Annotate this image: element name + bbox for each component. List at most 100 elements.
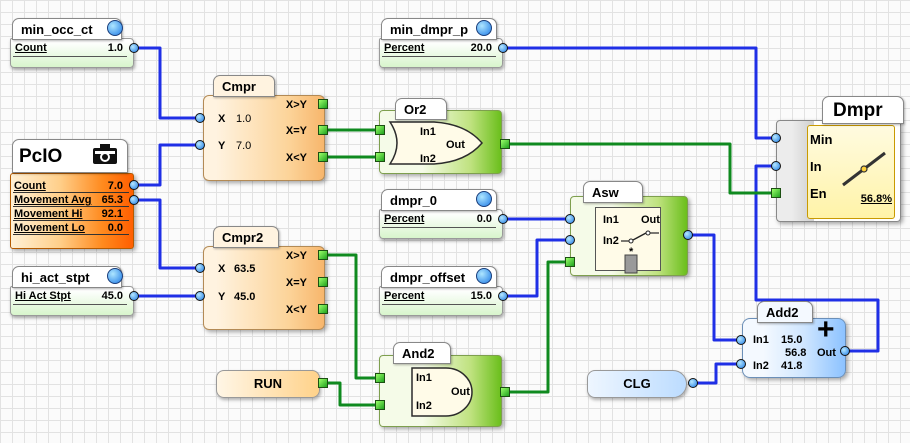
dmpr-block[interactable]: Min In En 56.8%	[776, 120, 901, 222]
dmpr-offset-title[interactable]: dmpr_offset	[381, 266, 497, 288]
cmpr-y-in-port-icon[interactable]	[195, 140, 205, 150]
cmpr2-x-in-port-icon[interactable]	[195, 263, 205, 273]
dmpr-in-label: In	[810, 159, 822, 174]
min-dmpr-p-status-icon	[476, 20, 492, 36]
cmpr-title[interactable]: Cmpr	[213, 75, 275, 97]
min-dmpr-p-title[interactable]: min_dmpr_p	[381, 18, 497, 40]
cmpr-title-text: Cmpr	[222, 79, 256, 94]
add2-out-port-icon[interactable]	[840, 346, 850, 356]
add2-in1-port-icon[interactable]	[736, 335, 746, 345]
clg-label: CLG	[623, 376, 651, 391]
min-occ-ct-block[interactable]: Count 1.0	[10, 38, 134, 68]
cmpr-y-value: 7.0	[236, 140, 252, 152]
wire-add2-out-to-dmpr-in	[754, 164, 880, 353]
dmpr-0-out-port-icon[interactable]	[498, 214, 508, 224]
dmpr-0-title[interactable]: dmpr_0	[381, 189, 497, 211]
hi-act-stpt-out-port-icon[interactable]	[129, 291, 139, 301]
damper-icon	[842, 151, 886, 187]
asw-out-label: Out	[641, 214, 660, 226]
add2-in1-value: 15.0	[781, 334, 803, 346]
pcio-row-count-label: Count	[14, 180, 46, 192]
dmpr-min-in-port-icon[interactable]	[771, 133, 781, 143]
or2-block[interactable]: In1 In2 Out	[379, 110, 502, 174]
cmpr-x-label: X	[218, 113, 226, 125]
hi-act-stpt-title[interactable]: hi_act_stpt	[12, 266, 122, 288]
and2-block[interactable]: In1 In2 Out	[379, 355, 502, 427]
pcio-count-out-port-icon[interactable]	[129, 180, 139, 190]
camera-icon	[93, 144, 117, 164]
cmpr2-lt-out-port-icon[interactable]	[318, 304, 328, 314]
run-input-block[interactable]: RUN	[216, 370, 320, 398]
add2-block[interactable]: In1 15.0 56.8 In2 41.8 + Out	[742, 313, 846, 378]
dmpr-offset-status-icon	[476, 268, 492, 284]
cmpr-gt-out-port-icon[interactable]	[318, 99, 328, 109]
min-dmpr-p-label: Percent	[384, 42, 425, 54]
dmpr-title[interactable]: Dmpr	[822, 96, 904, 124]
add2-in2-port-icon[interactable]	[736, 359, 746, 369]
or2-out-label: Out	[446, 139, 465, 151]
pcio-row-movement-avg-value: 65.3	[101, 194, 123, 206]
dmpr-en-in-port-icon[interactable]	[771, 188, 781, 198]
dmpr-title-text: Dmpr	[833, 100, 883, 121]
add2-title[interactable]: Add2	[757, 301, 813, 323]
min-dmpr-p-block[interactable]: Percent 20.0	[379, 38, 503, 68]
min-dmpr-p-out-port-icon[interactable]	[498, 43, 508, 53]
dmpr-in-in-port-icon[interactable]	[771, 161, 781, 171]
dmpr-offset-out-port-icon[interactable]	[498, 291, 508, 301]
cmpr-lt-out-port-icon[interactable]	[318, 152, 328, 162]
and2-in2-port-icon[interactable]	[375, 400, 385, 410]
and2-in1-port-icon[interactable]	[375, 373, 385, 383]
wire-dmpr-offset-to-asw-in2	[505, 238, 571, 298]
cmpr2-eq-out-port-icon[interactable]	[318, 277, 328, 287]
hi-act-stpt-status-icon	[107, 268, 123, 284]
and2-out-port-icon[interactable]	[500, 387, 510, 397]
min-dmpr-p-value: 20.0	[470, 42, 492, 54]
asw-in2-port-icon[interactable]	[565, 235, 575, 245]
pcio-row-movement-lo-label: Movement Lo	[14, 222, 85, 234]
switch-icon	[621, 230, 659, 274]
clg-out-port-icon[interactable]	[688, 378, 698, 388]
asw-in2-label: In2	[603, 235, 619, 247]
cmpr2-title[interactable]: Cmpr2	[213, 226, 279, 248]
or2-in2-label: In2	[420, 153, 436, 165]
hi-act-stpt-label: Hi Act Stpt	[15, 290, 71, 302]
pcio-block[interactable]: Count 7.0 Movement Avg 65.3 Movement Hi …	[10, 173, 134, 249]
dmpr-value: 56.8%	[860, 193, 892, 205]
pcio-avg-out-port-icon[interactable]	[129, 195, 139, 205]
min-occ-ct-out-port-icon[interactable]	[129, 43, 139, 53]
min-occ-ct-title-text: min_occ_ct	[21, 22, 93, 37]
hi-act-stpt-block[interactable]: Hi Act Stpt 45.0	[10, 286, 134, 316]
clg-input-block[interactable]: CLG	[587, 370, 687, 398]
dmpr-offset-label: Percent	[384, 290, 425, 302]
dmpr-0-title-text: dmpr_0	[390, 193, 437, 208]
dmpr-min-label: Min	[810, 132, 833, 147]
dmpr-offset-block[interactable]: Percent 15.0	[379, 286, 503, 316]
or2-out-port-icon[interactable]	[500, 139, 510, 149]
cmpr2-y-label: Y	[218, 291, 226, 303]
cmpr-out-gt-label: X>Y	[285, 99, 307, 111]
wire-or2-out-to-dmpr-en	[506, 142, 778, 195]
min-occ-ct-title[interactable]: min_occ_ct	[12, 18, 122, 40]
run-out-port-icon[interactable]	[318, 378, 328, 388]
cmpr2-y-in-port-icon[interactable]	[195, 291, 205, 301]
cmpr2-block[interactable]: X 63.5 Y 45.0 X>Y X=Y X<Y	[203, 246, 325, 330]
asw-out-port-icon[interactable]	[683, 230, 693, 240]
and2-title[interactable]: And2	[393, 342, 451, 364]
cmpr-x-in-port-icon[interactable]	[195, 113, 205, 123]
cmpr-block[interactable]: X 1.0 Y 7.0 X>Y X=Y X<Y	[203, 95, 325, 181]
cmpr-eq-out-port-icon[interactable]	[318, 125, 328, 135]
pcio-row-movement-avg-label: Movement Avg	[14, 194, 92, 206]
asw-in1-port-icon[interactable]	[565, 214, 575, 224]
asw-title[interactable]: Asw	[583, 181, 643, 203]
and2-title-text: And2	[402, 346, 435, 361]
or2-in2-port-icon[interactable]	[375, 152, 385, 162]
or2-title[interactable]: Or2	[395, 98, 447, 120]
wire-run-to-and2-in2	[324, 381, 381, 407]
asw-block[interactable]: In1 In2 Out *	[570, 196, 688, 276]
pcio-row-movement-lo-value: 0.0	[107, 222, 123, 234]
asw-sel-port-icon[interactable]	[565, 257, 575, 267]
or2-in1-port-icon[interactable]	[375, 125, 385, 135]
dmpr-0-block[interactable]: Percent 0.0	[379, 209, 503, 239]
cmpr2-gt-out-port-icon[interactable]	[318, 250, 328, 260]
wire-asw-out-to-add2-in1	[686, 233, 742, 342]
